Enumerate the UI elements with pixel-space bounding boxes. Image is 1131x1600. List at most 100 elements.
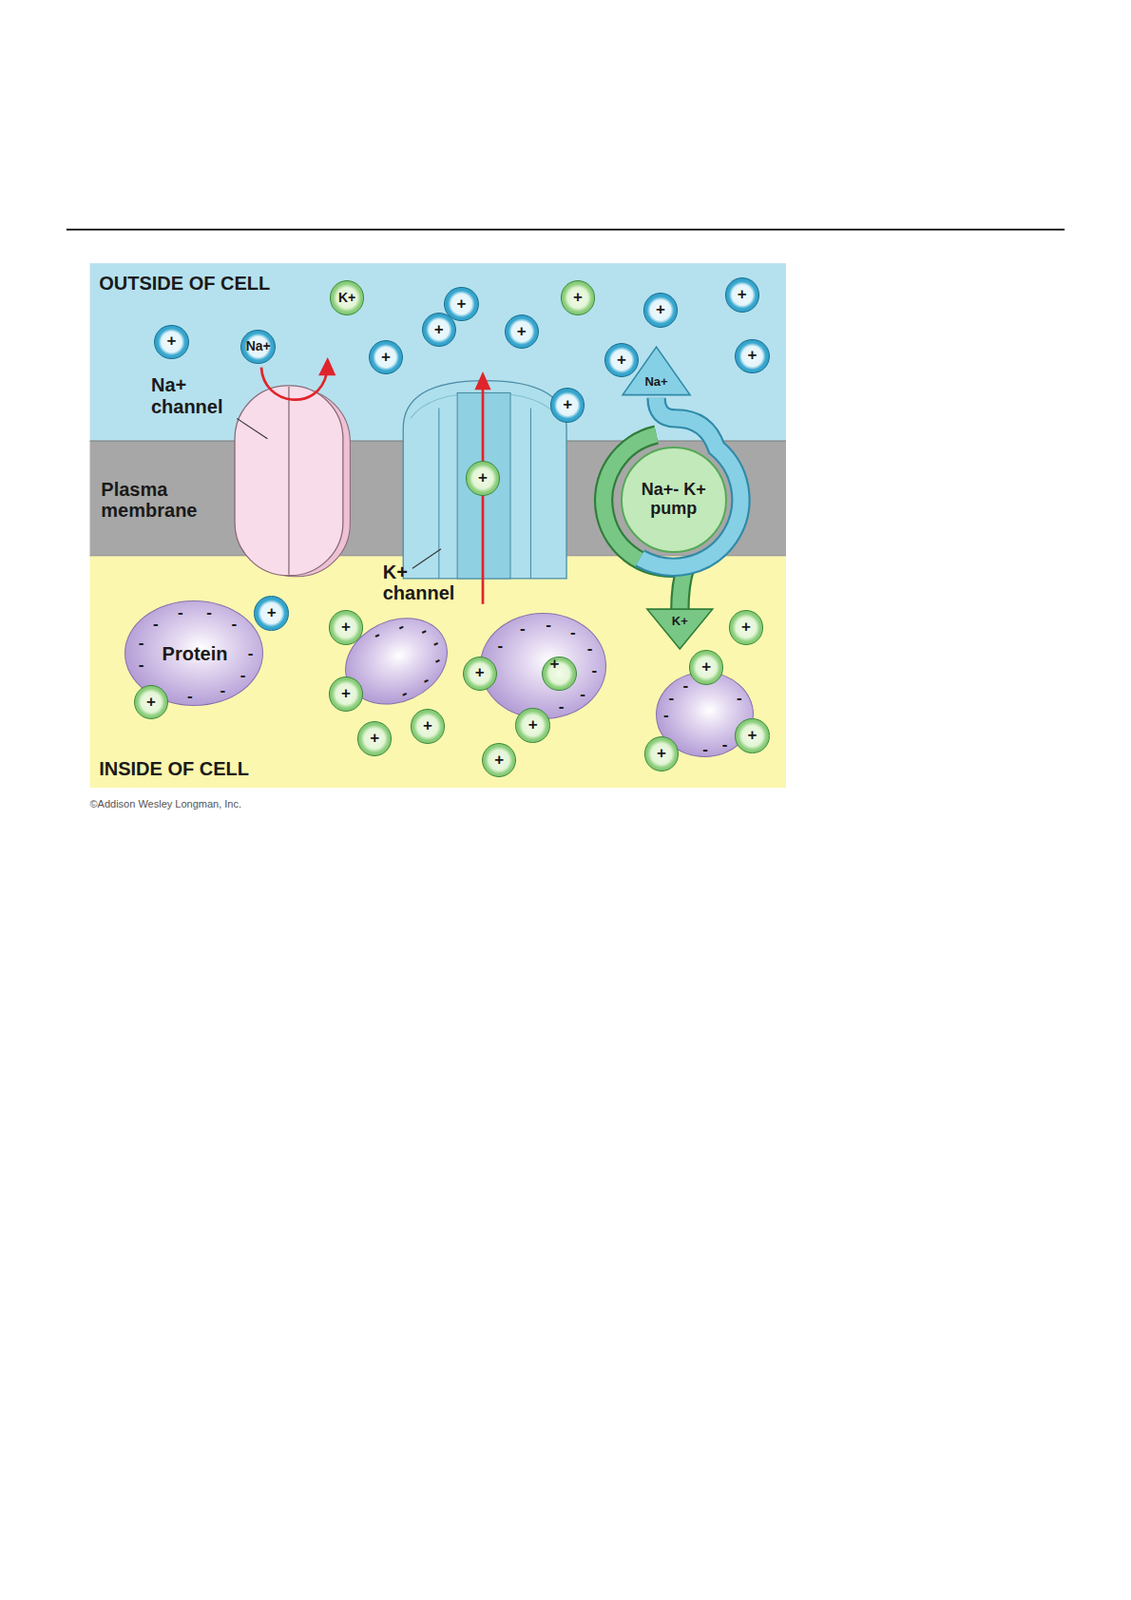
potassium-ion: + — [689, 650, 725, 686]
potassium-ion: + — [465, 460, 501, 497]
part-label: K+ channel — [383, 561, 467, 605]
potassium-ion: + — [328, 610, 365, 646]
ion-label: Na+ — [246, 339, 271, 354]
channel-seam — [287, 386, 289, 576]
arrow-label: K+ — [671, 614, 689, 630]
ion-label: + — [267, 604, 277, 623]
charge-sign: - — [519, 619, 526, 638]
sodium-ion: + — [604, 343, 640, 379]
sodium-ion: + — [421, 312, 458, 348]
ion-label: + — [701, 658, 711, 677]
charge-sign: - — [722, 736, 729, 755]
ion-label: + — [478, 469, 488, 488]
ion-label: + — [166, 332, 176, 351]
ion-label: + — [656, 745, 667, 764]
arrow-head — [474, 371, 491, 390]
sodium-ion: + — [550, 387, 586, 423]
ion-label: + — [434, 321, 444, 340]
part-label: Na+ channel — [151, 374, 246, 418]
ion-label: + — [422, 717, 433, 736]
ion-label: + — [655, 301, 666, 320]
ion-label: + — [341, 685, 351, 704]
ion-label: K+ — [338, 290, 356, 306]
charge-sign: - — [370, 626, 384, 645]
pump-label: Na+- K+ pump — [633, 480, 714, 519]
flow-arrow — [261, 367, 327, 401]
charge-sign: - — [683, 676, 690, 695]
potassium-ion: + — [328, 676, 365, 712]
ion-label: + — [381, 348, 391, 367]
part-label: INSIDE OF CELL — [98, 758, 250, 780]
charge-sign: - — [231, 614, 238, 633]
charge-sign: - — [248, 645, 254, 664]
channel-seam — [438, 408, 440, 579]
charge-sign: - — [558, 698, 565, 717]
ion-label: + — [341, 618, 351, 637]
leader-line — [412, 549, 441, 569]
ion-label: + — [562, 396, 573, 415]
ion-label: + — [616, 351, 627, 370]
charge-sign: - — [187, 688, 193, 707]
potassium-ion: + — [560, 280, 596, 316]
copyright-note: ©Addison Wesley Longman, Inc. — [90, 798, 243, 810]
part-label: Plasma membrane — [100, 479, 244, 522]
charge-sign: - — [219, 682, 226, 701]
sodium-ion: + — [643, 292, 679, 328]
charge-sign: - — [138, 656, 145, 675]
potassium-ion: + — [541, 656, 577, 692]
charge-sign: - — [206, 604, 212, 623]
ion-label: + — [550, 655, 560, 674]
arrow-label: Na+ — [644, 375, 668, 390]
ion-label: + — [528, 716, 538, 735]
charge-sign: - — [398, 685, 411, 704]
charge-sign: - — [429, 634, 442, 653]
potassium-ion: + — [410, 709, 446, 745]
ion-label: + — [146, 693, 156, 712]
ion-label: + — [494, 751, 504, 770]
ion-label: + — [475, 664, 485, 683]
part-label: OUTSIDE OF CELL — [98, 272, 270, 294]
charge-sign: - — [138, 633, 145, 652]
arrow-head — [318, 357, 336, 376]
charge-sign: - — [497, 637, 503, 656]
ion-label: + — [737, 286, 748, 305]
leader-line — [236, 418, 268, 439]
rule-line — [66, 229, 1065, 231]
ion-label: + — [517, 323, 527, 342]
sodium-ion: + — [368, 340, 404, 376]
sodium-ion: + — [153, 325, 190, 361]
charge-sign: - — [668, 689, 674, 708]
protein-label: Protein — [162, 643, 229, 665]
potassium-ion: + — [134, 685, 170, 721]
potassium-ion: + — [357, 721, 393, 757]
charge-sign: - — [394, 618, 407, 637]
charge-sign: - — [592, 662, 598, 681]
potassium-ion: + — [644, 736, 680, 772]
sodium-ion: + — [253, 595, 289, 632]
pump-arrow-head — [647, 609, 713, 650]
charge-sign: - — [177, 604, 184, 623]
charge-sign: - — [417, 622, 430, 641]
ion-label: + — [747, 727, 758, 746]
channel-seam — [530, 408, 532, 579]
ion-label: + — [456, 295, 466, 314]
ion-label: + — [747, 346, 758, 365]
charge-sign: - — [587, 640, 594, 659]
charge-sign: - — [153, 614, 159, 633]
charge-sign: - — [240, 666, 247, 685]
sodium-channel — [234, 385, 344, 576]
pump-circle: Na+- K+ pump — [620, 446, 728, 554]
potassium-ion: + — [734, 718, 770, 754]
ion-label: + — [573, 288, 583, 307]
potassium-ion: + — [728, 610, 765, 646]
ion-label: + — [741, 618, 751, 637]
charge-sign: - — [579, 686, 586, 705]
charge-sign: - — [736, 689, 743, 708]
charge-sign: - — [702, 741, 709, 760]
charge-sign: - — [420, 671, 433, 691]
charge-sign: - — [431, 651, 444, 671]
potassium-ion: K+ — [329, 280, 365, 316]
sodium-ion: + — [504, 314, 540, 350]
protein-blob: --------+ — [479, 613, 607, 720]
